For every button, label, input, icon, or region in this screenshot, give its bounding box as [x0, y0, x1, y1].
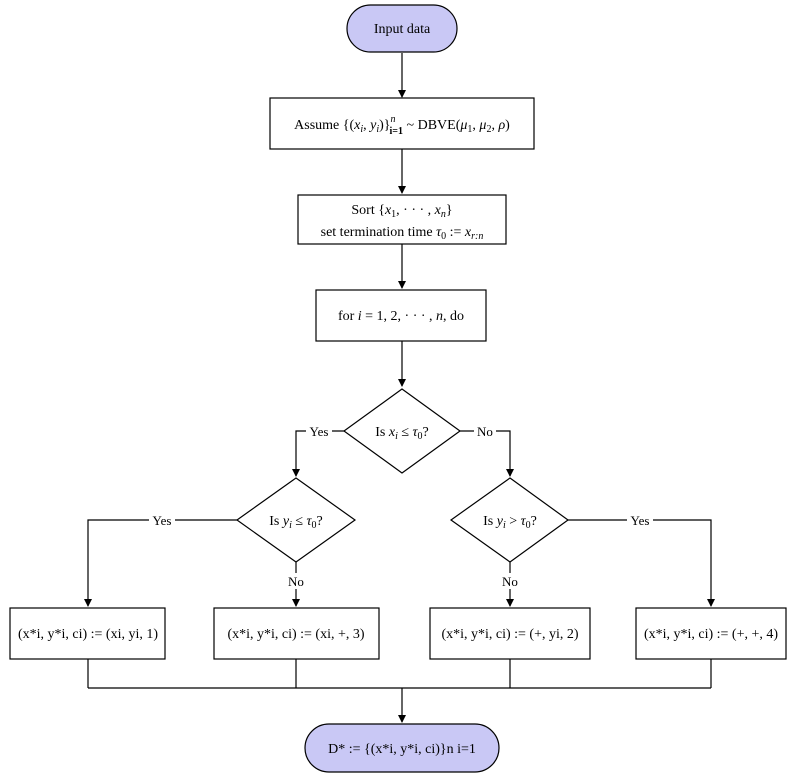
label-d1-yes: Yes — [310, 424, 329, 439]
label-d2-yes: Yes — [153, 513, 172, 528]
edge-d2-yes — [84, 519, 237, 607]
start-node: Input data — [346, 4, 458, 53]
decision-2-label: Is yi ≤ τ0? — [269, 514, 323, 531]
loop-node: for i = 1, 2, · · · , n, do — [315, 289, 487, 342]
label-d3-yes: Yes — [631, 513, 650, 528]
decision-3-label: Is yi > τ0? — [483, 514, 537, 531]
decision-xi-le-tau0: Is xi ≤ τ0? — [342, 388, 462, 474]
decision-yi-le-tau0: Is yi ≤ τ0? — [235, 477, 357, 563]
end-node: D* := {(x*i, y*i, ci)}n i=1 — [304, 723, 500, 773]
decision-1-label: Is xi ≤ τ0? — [375, 425, 429, 442]
output-2-label: (x*i, y*i, ci) := (+, yi, 2) — [441, 627, 578, 642]
connectors — [84, 53, 715, 723]
end-label: D* := {(x*i, y*i, ci)}n i=1 — [328, 742, 476, 757]
start-label: Input data — [374, 22, 431, 37]
output-node-2: (x*i, y*i, ci) := (+, yi, 2) — [429, 607, 591, 660]
edge-labels: Yes No Yes No No Yes — [149, 423, 653, 589]
loop-label: for i = 1, 2, · · · , n, do — [338, 309, 464, 324]
label-d2-no: No — [288, 574, 304, 589]
edge-d3-yes — [568, 519, 715, 607]
label-d3-no: No — [502, 574, 518, 589]
sort-line-2: set termination time τ0 := xr:n — [321, 225, 484, 242]
output-node-1: (x*i, y*i, ci) := (xi, yi, 1) — [9, 607, 166, 660]
label-d1-no: No — [477, 424, 493, 439]
output-3-label: (x*i, y*i, ci) := (xi, +, 3) — [227, 627, 364, 642]
decision-yi-gt-tau0: Is yi > τ0? — [449, 477, 570, 563]
output-node-3: (x*i, y*i, ci) := (xi, +, 3) — [213, 607, 380, 660]
output-node-4: (x*i, y*i, ci) := (+, +, 4) — [635, 607, 787, 660]
output-4-label: (x*i, y*i, ci) := (+, +, 4) — [644, 627, 778, 642]
sort-line-1: Sort {x1, · · · , xn} — [351, 203, 452, 220]
sort-node: Sort {x1, · · · , xn} set termination ti… — [297, 194, 507, 245]
output-1-label: (x*i, y*i, ci) := (xi, yi, 1) — [18, 627, 158, 642]
